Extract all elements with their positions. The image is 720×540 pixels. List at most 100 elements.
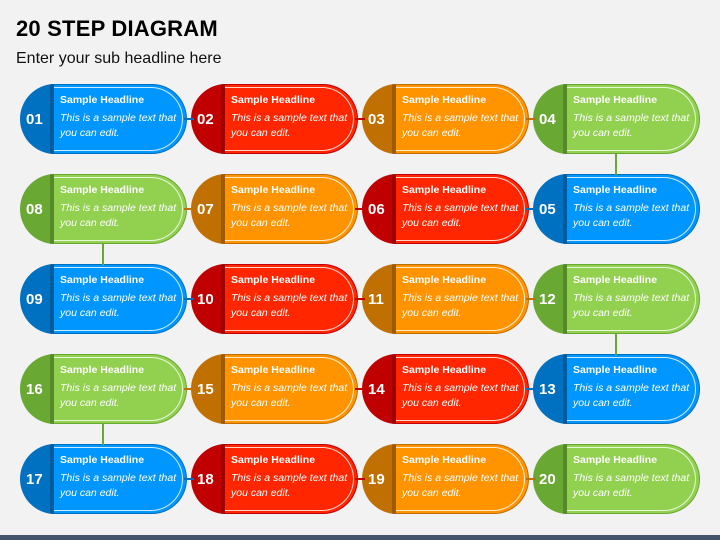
step-headline: Sample Headline xyxy=(231,364,316,376)
horizontal-connector xyxy=(526,298,536,300)
step-text: This is a sample text that you can edit. xyxy=(60,202,177,229)
divider-shadow xyxy=(50,84,54,154)
horizontal-connector xyxy=(526,208,536,210)
vertical-connector xyxy=(102,423,104,445)
horizontal-connector xyxy=(355,208,365,210)
step-text: This is a sample text that you can edit. xyxy=(60,112,177,139)
horizontal-connector xyxy=(526,118,536,120)
horizontal-connector xyxy=(184,298,194,300)
step-text: This is a sample text that you can edit. xyxy=(402,112,519,139)
step-headline: Sample Headline xyxy=(60,364,145,376)
step-number: 01 xyxy=(26,110,43,128)
step-text: This is a sample text that you can edit. xyxy=(573,202,690,229)
step-headline: Sample Headline xyxy=(231,274,316,286)
divider-shadow xyxy=(392,354,396,424)
horizontal-connector xyxy=(184,388,194,390)
step-text: This is a sample text that you can edit. xyxy=(231,292,348,319)
step-headline: Sample Headline xyxy=(60,274,145,286)
vertical-connector xyxy=(615,153,617,175)
page-title: 20 STEP DIAGRAM xyxy=(16,16,218,41)
horizontal-connector xyxy=(355,118,365,120)
step-number: 02 xyxy=(197,110,214,128)
step-headline: Sample Headline xyxy=(573,454,658,466)
step-text: This is a sample text that you can edit. xyxy=(573,382,690,409)
step-text: This is a sample text that you can edit. xyxy=(573,292,690,319)
horizontal-connector xyxy=(355,388,365,390)
horizontal-connector xyxy=(184,118,194,120)
step-text: This is a sample text that you can edit. xyxy=(60,292,177,319)
divider-shadow xyxy=(50,174,54,244)
step-number: 16 xyxy=(26,380,43,398)
step-headline: Sample Headline xyxy=(402,364,487,376)
divider-shadow xyxy=(221,264,225,334)
step-text: This is a sample text that you can edit. xyxy=(231,382,348,409)
step-headline: Sample Headline xyxy=(60,184,145,196)
divider-shadow xyxy=(392,174,396,244)
step-headline: Sample Headline xyxy=(402,184,487,196)
divider-shadow xyxy=(221,444,225,514)
step-number: 14 xyxy=(368,380,385,398)
step-number: 19 xyxy=(368,470,385,488)
step-text: This is a sample text that you can edit. xyxy=(402,202,519,229)
step-headline: Sample Headline xyxy=(402,454,487,466)
divider-shadow xyxy=(392,444,396,514)
divider-shadow xyxy=(50,354,54,424)
step-text: This is a sample text that you can edit. xyxy=(402,292,519,319)
step-number: 13 xyxy=(539,380,556,398)
vertical-connector xyxy=(615,333,617,355)
step-number: 15 xyxy=(197,380,214,398)
step-text: This is a sample text that you can edit. xyxy=(573,472,690,499)
step-headline: Sample Headline xyxy=(231,94,316,106)
step-number: 10 xyxy=(197,290,214,308)
step-text: This is a sample text that you can edit. xyxy=(402,382,519,409)
divider-shadow xyxy=(50,264,54,334)
step-number: 04 xyxy=(539,110,556,128)
vertical-connector xyxy=(102,243,104,265)
divider-shadow xyxy=(563,264,567,334)
step-number: 11 xyxy=(368,290,384,308)
horizontal-connector xyxy=(526,388,536,390)
step-headline: Sample Headline xyxy=(231,454,316,466)
step-number: 06 xyxy=(368,200,385,218)
footer-bar xyxy=(0,535,720,540)
step-text: This is a sample text that you can edit. xyxy=(231,202,348,229)
step-text: This is a sample text that you can edit. xyxy=(60,472,177,499)
horizontal-connector xyxy=(355,298,365,300)
step-number: 07 xyxy=(197,200,214,218)
page-subtitle: Enter your sub headline here xyxy=(16,50,222,67)
step-headline: Sample Headline xyxy=(573,184,658,196)
divider-shadow xyxy=(221,354,225,424)
horizontal-connector xyxy=(184,478,194,480)
step-number: 09 xyxy=(26,290,43,308)
step-headline: Sample Headline xyxy=(60,454,145,466)
step-number: 08 xyxy=(26,200,43,218)
divider-shadow xyxy=(563,354,567,424)
step-headline: Sample Headline xyxy=(402,94,487,106)
